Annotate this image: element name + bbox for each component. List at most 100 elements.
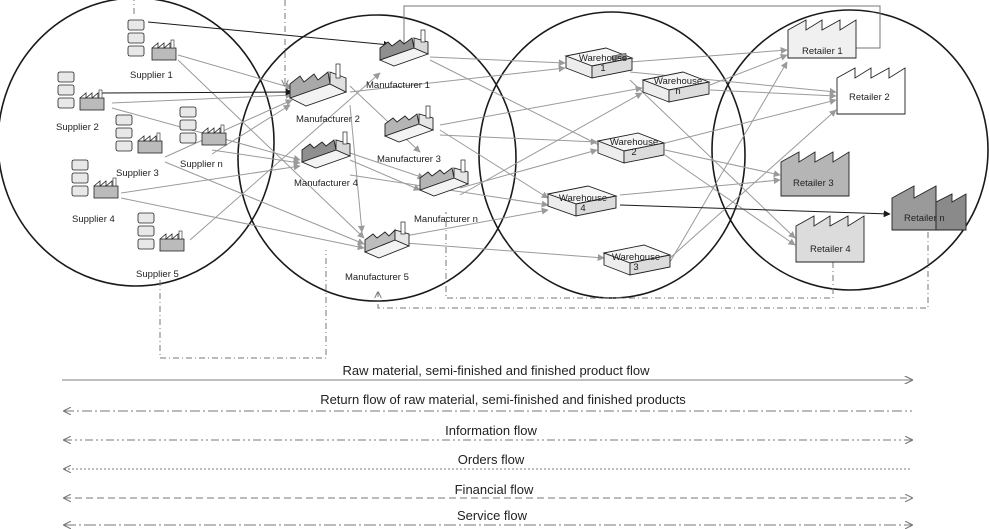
legend-label: Service flow (457, 508, 528, 523)
supplier-node[interactable]: Supplier 2 (56, 71, 105, 133)
warehouse-label: 3 (633, 262, 638, 273)
warehouse-label: 1 (600, 63, 605, 74)
retailer-label: Retailer 4 (810, 244, 851, 255)
product-flow-arrows (111, 46, 837, 263)
warehouse-icon (564, 47, 634, 79)
barrels-icon (127, 19, 145, 57)
supplier-node[interactable]: Supplier n (179, 106, 227, 170)
factory-icon (201, 124, 227, 146)
manufacturer-label: Manufacturer 1 (366, 80, 430, 91)
supplier-node[interactable]: Supplier 3 (115, 114, 163, 179)
warehouse-label: 4 (580, 203, 585, 214)
retailer-label: Retailer n (904, 213, 945, 224)
legend-label: Information flow (445, 423, 537, 438)
factory-icon (79, 89, 105, 111)
warehouse-node[interactable]: Warehouse 1 (564, 47, 634, 79)
retailer-node[interactable]: Retailer 2 (836, 67, 906, 115)
barrels-icon (115, 114, 133, 152)
manufacturer-node[interactable]: Manufacturer 1 (366, 29, 430, 91)
warehouse-label: Warehouse (654, 76, 702, 87)
manufacturer-node[interactable]: Manufacturer 5 (345, 221, 411, 283)
retailer-shop-icon (836, 67, 906, 115)
legend-item-information-flow: Information flow (64, 423, 912, 440)
factory-icon (93, 177, 119, 199)
manufacturers: Manufacturer 1 Manufacturer 2 Manufactur… (288, 29, 478, 283)
retailer-node[interactable]: Retailer 4 (795, 215, 865, 263)
warehouse-label: 2 (631, 147, 636, 158)
barrels-icon (137, 212, 155, 250)
retailer-shop-icon (891, 185, 967, 231)
warehouse-icon (641, 71, 711, 103)
retailer-shop-icon (780, 151, 850, 197)
manufacturer-label: Manufacturer 3 (377, 154, 441, 165)
manufacturer-node[interactable]: Manufacturer 2 (288, 63, 360, 125)
factory-icon (383, 105, 435, 143)
suppliers-circle (0, 0, 275, 287)
manufacturer-label: Manufacturer 2 (296, 114, 360, 125)
factory-icon (418, 159, 470, 197)
return-flow-lines (133, 0, 929, 359)
warehouse-label: Warehouse (610, 137, 658, 148)
suppliers: Supplier 1 Supplier 2 (56, 19, 227, 280)
legend-item-orders-flow: Orders flow (64, 452, 912, 469)
manufacturer-node[interactable]: Manufacturer 3 (377, 105, 441, 165)
legend: Raw material, semi-finished and finished… (62, 363, 912, 525)
factory-icon (300, 131, 352, 169)
factory-icon (151, 39, 177, 61)
warehouse-label: Warehouse (612, 252, 660, 263)
legend-label: Return flow of raw material, semi-finish… (320, 392, 686, 407)
retailer-node[interactable]: Retailer 1 (787, 19, 857, 59)
warehouse-icon (596, 132, 666, 164)
barrels-icon (71, 159, 89, 197)
manufacturer-label: Manufacturer 4 (294, 178, 358, 189)
supplier-node[interactable]: Supplier 1 (127, 19, 177, 81)
barrels-icon (179, 106, 197, 144)
factory-icon (159, 230, 185, 252)
warehouse-label: Warehouse (559, 193, 607, 204)
factory-icon (378, 29, 430, 67)
retailer-node[interactable]: Retailer 3 (780, 151, 850, 197)
warehouse-icon (546, 185, 618, 217)
warehouse-node[interactable]: Warehouse 4 (546, 185, 618, 217)
retailer-shop-icon (795, 215, 865, 263)
supplier-label: Supplier n (180, 159, 223, 170)
manufacturer-label: Manufacturer 5 (345, 272, 409, 283)
retailer-label: Retailer 1 (802, 46, 843, 57)
retailer-shop-icon (787, 19, 857, 59)
supplier-label: Supplier 3 (116, 168, 159, 179)
supplier-node[interactable]: Supplier 4 (71, 159, 119, 225)
supplier-label: Supplier 1 (130, 70, 173, 81)
legend-label: Orders flow (458, 452, 525, 467)
retailer-label: Retailer 3 (793, 178, 834, 189)
legend-item-raw-flow: Raw material, semi-finished and finished… (62, 363, 912, 380)
manufacturer-node[interactable]: Manufacturer n (414, 159, 478, 225)
warehouse-node[interactable]: Warehouse 3 (602, 244, 672, 276)
legend-label: Raw material, semi-finished and finished… (342, 363, 650, 378)
factory-icon (137, 132, 163, 154)
retailers: Retailer 1 Retailer 2 Retailer 3 Retaile… (780, 19, 967, 263)
warehouse-node[interactable]: Warehouse 2 (596, 132, 666, 164)
retailer-label: Retailer 2 (849, 92, 890, 103)
supplier-label: Supplier 4 (72, 214, 115, 225)
supplier-node[interactable]: Supplier 5 (136, 212, 185, 280)
supplier-label: Supplier 2 (56, 122, 99, 133)
barrels-icon (57, 71, 75, 109)
manufacturer-node[interactable]: Manufacturer 4 (294, 131, 358, 189)
legend-item-return-flow: Return flow of raw material, semi-finish… (64, 392, 912, 411)
retailer-node[interactable]: Retailer n (891, 185, 967, 231)
legend-item-service-flow: Service flow (64, 508, 912, 525)
supplier-label: Supplier 5 (136, 269, 179, 280)
warehouse-label: Warehouse (579, 53, 627, 64)
warehouses: Warehouse 1 Warehouse n Warehouse 2 (546, 47, 711, 276)
retailers-circle (711, 9, 989, 291)
legend-label: Financial flow (455, 482, 534, 497)
manufacturer-label: Manufacturer n (414, 214, 478, 225)
factory-icon (363, 221, 411, 259)
warehouse-label: n (675, 86, 680, 97)
warehouse-node[interactable]: Warehouse n (641, 71, 711, 103)
highlight-arrows (99, 21, 891, 218)
manufacturers-circle (237, 14, 517, 302)
legend-item-financial-flow: Financial flow (64, 482, 912, 498)
warehouse-icon (602, 244, 672, 276)
